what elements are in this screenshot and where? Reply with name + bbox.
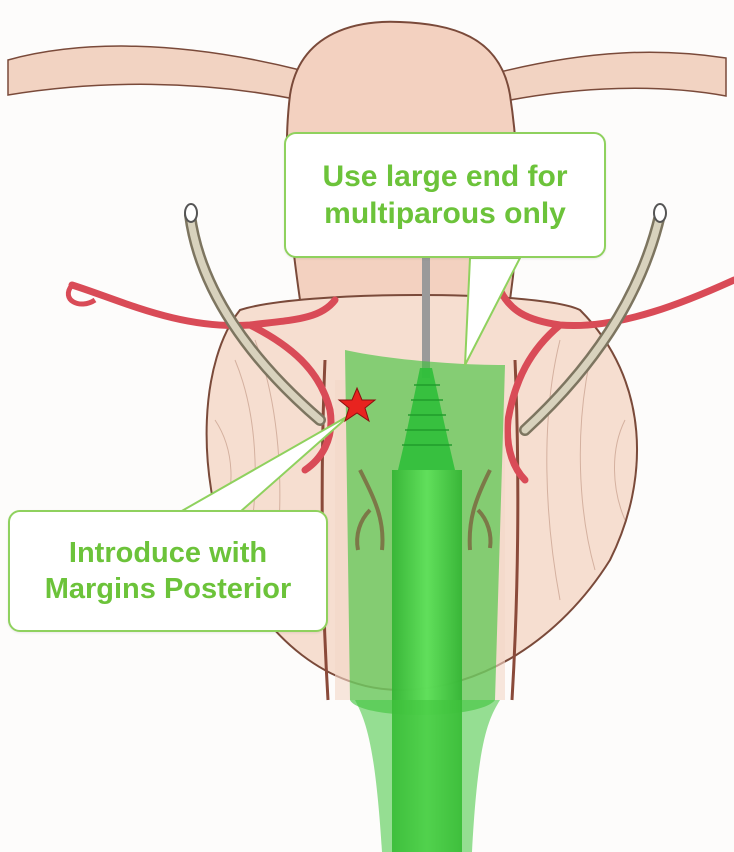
uterine-sound-rod <box>422 258 430 378</box>
introduce-callout-line1: Introduce with <box>69 535 267 571</box>
large-end-callout: Use large end for multiparous only <box>284 132 606 258</box>
left-tube-opening <box>185 204 197 222</box>
large-end-callout-line1: Use large end for <box>322 158 567 196</box>
introduce-callout-line2: Margins Posterior <box>45 571 292 607</box>
device-handle <box>355 700 500 852</box>
left-uterine-horn <box>8 46 300 100</box>
introduce-callout: Introduce with Margins Posterior <box>8 510 328 632</box>
large-end-callout-line2: multiparous only <box>324 195 566 233</box>
right-tube-opening <box>654 204 666 222</box>
right-uterine-horn <box>500 52 726 102</box>
